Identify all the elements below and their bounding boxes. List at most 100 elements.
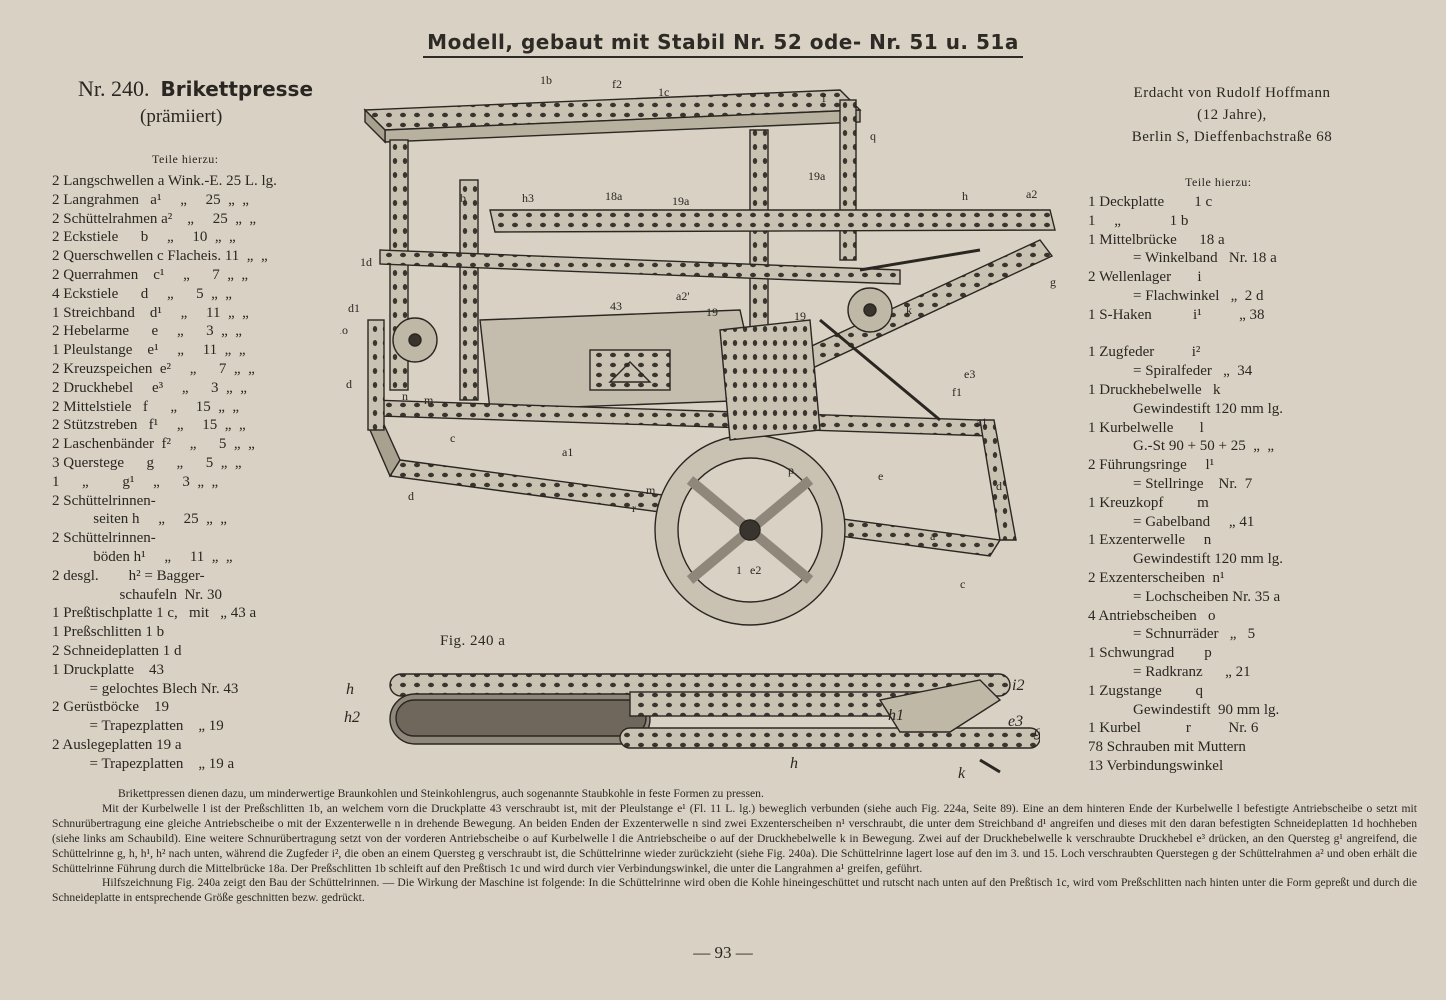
part-line: 2 Hebelarme e „ 3 „ „ (52, 323, 242, 340)
part-line: 2 Schüttelrinnen- (52, 492, 156, 509)
svg-text:a2: a2 (1026, 187, 1037, 201)
svg-text:e: e (878, 469, 883, 483)
svg-text:19: 19 (706, 305, 718, 319)
part-line: 2 Querschwellen c Flacheis. 11 „ „ (52, 248, 268, 265)
part-line: = Spiralfeder „ 34 (1088, 363, 1253, 380)
part-line: 2 Kreuzspeichen e² „ 7 „ „ (52, 360, 255, 377)
svg-text:n: n (402, 389, 408, 403)
part-line: 1 Kreuzkopf m (1088, 494, 1209, 511)
part-line: 2 Querrahmen c¹ „ 7 „ „ (52, 266, 249, 283)
svg-text:e3: e3 (1008, 713, 1023, 730)
svg-text:d: d (996, 479, 1002, 493)
parts-heading-right: Teile hierzu: (1185, 175, 1252, 189)
middle-beam (379, 249, 901, 285)
svg-text:19a: 19a (672, 194, 690, 208)
part-line: 3 Querstege g „ 5 „ „ (52, 454, 242, 471)
svg-text:a: a (930, 529, 936, 543)
svg-text:43: 43 (610, 299, 622, 313)
description-para-1: Brikettpressen dienen dazu, um minderwer… (118, 787, 764, 800)
svg-text:1d: 1d (360, 255, 372, 269)
part-line: 1 Druckhebelwelle k (1088, 381, 1221, 398)
part-line: 1 „ 1 b (1088, 212, 1189, 229)
svg-text:c: c (960, 577, 965, 591)
part-line: 1 Mittelbrücke 18 a (1088, 231, 1225, 248)
parts-heading-left: Teile hierzu: (152, 152, 219, 166)
part-line: Gewindestift 90 mm lg. (1088, 701, 1280, 718)
part-line: 4 Antriebscheiben o (1088, 607, 1216, 624)
part-line: 1 Zugfeder i² (1088, 344, 1201, 361)
press-bracket (719, 319, 821, 441)
part-line: 2 Auslegeplatten 19 a (52, 736, 182, 753)
part-line: = Gabelband „ 41 (1088, 513, 1255, 530)
part-line: 2 Langrahmen a¹ „ 25 „ „ (52, 191, 249, 208)
part-line: 2 desgl. h² = Bagger- (52, 567, 205, 584)
part-line: 2 Eckstiele b „ 10 „ „ (52, 229, 236, 246)
svg-text:i2: i2 (1012, 677, 1024, 694)
part-line: Gewindestift 120 mm lg. (1088, 551, 1283, 568)
svg-text:e3: e3 (964, 367, 975, 381)
description-text: Brikettpressen dienen dazu, um minderwer… (52, 787, 1417, 906)
svg-text:d: d (408, 489, 414, 503)
part-line: 1 „ g¹ „ 3 „ „ (52, 473, 219, 490)
svg-text:m: m (424, 393, 434, 407)
svg-text:1c: 1c (658, 85, 669, 99)
svg-text:a1: a1 (562, 445, 573, 459)
description-para-2: Mit der Kurbelwelle l ist der Preßschlit… (52, 801, 1417, 875)
part-line: 2 Langschwellen a Wink.-E. 25 L. lg. (52, 173, 277, 189)
svg-text:r: r (632, 501, 636, 515)
inventor-block: Erdacht von Rudolf Hoffmann (12 Jahre), … (1092, 82, 1372, 148)
svg-text:19a: 19a (808, 169, 826, 183)
page-header: Modell, gebaut mit Stabil Nr. 52 ode- Nr… (0, 30, 1446, 58)
svg-text:c: c (450, 431, 455, 445)
svg-text:h2: h2 (344, 709, 360, 726)
part-line: Gewindestift 120 mm lg. (1088, 400, 1283, 417)
svg-text:g: g (1034, 723, 1040, 740)
parts-list-left: 2 Langschwellen a Wink.-E. 25 L. lg. 2 La… (52, 172, 277, 774)
part-line: 2 Exzenterscheiben n¹ (1088, 569, 1225, 586)
model-note: (prämiiert) (140, 106, 223, 127)
part-line: 1 Preßschlitten 1 b (52, 624, 165, 641)
part-line: = Stellringe Nr. 7 (1088, 475, 1253, 492)
description-para-3: Hilfszeichnung Fig. 240a zeigt den Bau d… (52, 876, 1417, 905)
part-line: 2 Wellenlager i (1088, 269, 1202, 286)
svg-text:f1: f1 (952, 385, 962, 399)
part-line: seiten h „ 25 „ „ (52, 511, 227, 528)
part-line: 2 Stützstreben f¹ „ 15 „ „ (52, 417, 246, 434)
part-line: = Radkranz „ 21 (1088, 663, 1251, 680)
part-line: 4 Eckstiele d „ 5 „ „ (52, 285, 232, 302)
part-line (1088, 325, 1283, 344)
svg-text:1b: 1b (540, 73, 552, 87)
svg-text:f: f (822, 91, 826, 105)
part-line: 2 Schüttelrahmen a² „ 25 „ „ (52, 210, 257, 227)
shaker-chute (489, 209, 1056, 233)
part-line: = Lochscheiben Nr. 35 a (1088, 588, 1281, 605)
part-line: schaufeln Nr. 30 (52, 586, 222, 603)
upright-far-right (839, 99, 857, 261)
svg-text:h: h (346, 681, 354, 698)
figure-caption: Fig. 240 a (440, 633, 506, 649)
part-line: = Trapezplatten „ 19 a (52, 755, 235, 772)
part-line: 2 Führungsringe l¹ (1088, 457, 1215, 474)
parts-list-right: 1 Deckplatte 1 c 1 „ 1 b 1 Mittelbrücke 18… (1088, 193, 1283, 776)
part-line: 13 Verbindungswinkel (1088, 757, 1224, 774)
svg-text:e2: e2 (750, 563, 761, 577)
inventor-line-3: Berlin S, Dieffenbachstraße 68 (1131, 129, 1333, 145)
part-line: = gelochtes Blech Nr. 43 (52, 680, 239, 697)
svg-text:d1: d1 (348, 301, 360, 315)
part-line: 1 Deckplatte 1 c (1088, 194, 1213, 210)
part-line: 1 Druckplatte 43 (52, 661, 165, 678)
part-line: 2 Mittelstiele f „ 15 „ „ (52, 398, 240, 415)
part-line: 1 Kurbelwelle l (1088, 419, 1204, 436)
svg-text:k: k (906, 303, 912, 317)
svg-text:p: p (788, 463, 794, 477)
model-title: Nr. 240. Brikettpresse (78, 76, 313, 102)
part-line: 1 Zugstange q (1088, 682, 1203, 699)
part-line: 1 Exzenterwelle n (1088, 532, 1212, 549)
svg-text:h: h (962, 189, 968, 203)
model-name: Brikettpresse (160, 77, 314, 101)
inventor-line-1: Erdacht von Rudolf Hoffmann (1133, 85, 1331, 101)
svg-text:h3: h3 (522, 191, 534, 205)
svg-text:a2': a2' (676, 289, 690, 303)
part-line: = Trapezplatten „ 19 (52, 718, 224, 735)
